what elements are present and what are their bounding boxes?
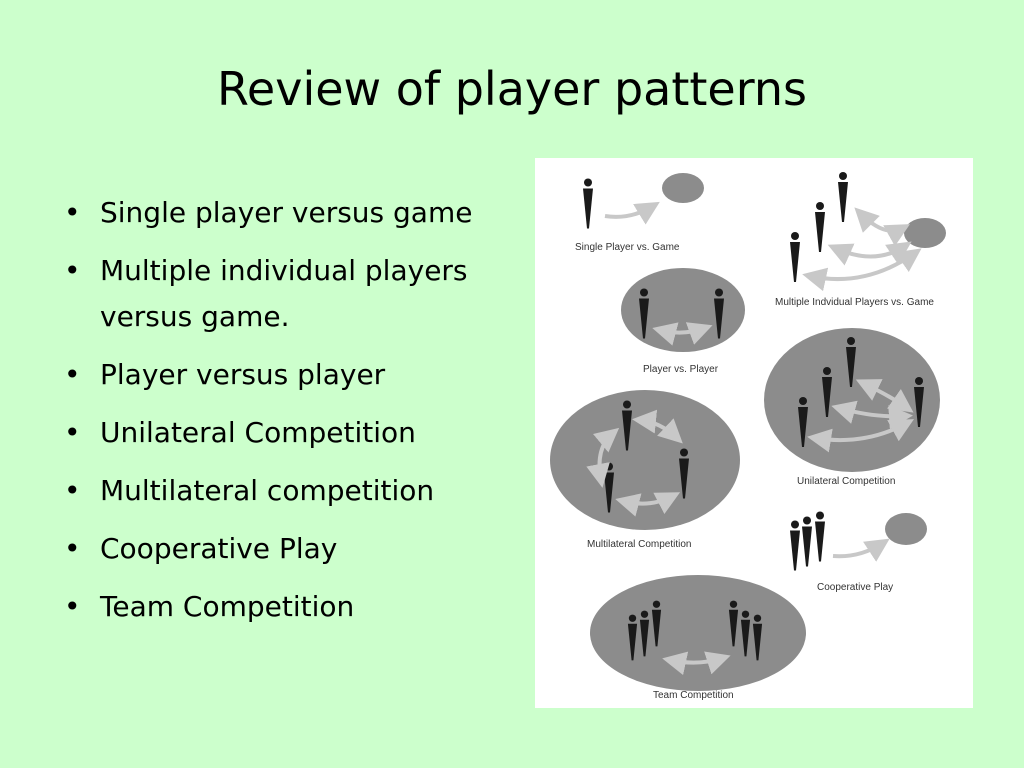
player-icon	[790, 232, 800, 282]
arrow-icon	[632, 409, 683, 444]
bullet-icon: •	[64, 474, 81, 507]
bullet-icon: •	[64, 532, 81, 565]
arrow-icon	[604, 201, 660, 225]
multilateral-group: Multilateral Competition	[550, 390, 740, 550]
arrow-icon	[615, 492, 681, 517]
bullet-text: Multilateral competition	[100, 474, 435, 507]
arena-ellipse	[621, 268, 745, 352]
single-player-group: Single Player vs. Game	[575, 173, 704, 253]
caption-team: Team Competition	[653, 690, 734, 701]
bullet-icon: •	[64, 196, 81, 229]
player-vs-player-group: Player vs. Player	[621, 268, 745, 375]
bullet-icon: •	[64, 254, 81, 287]
game-icon	[885, 513, 927, 545]
player-icon	[815, 511, 825, 562]
game-icon	[662, 173, 704, 203]
bullet-icon: •	[64, 358, 81, 391]
slide-title: Review of player patterns	[217, 62, 807, 116]
arena-ellipse	[590, 575, 806, 691]
bullet-item: • Cooperative Play	[58, 526, 488, 572]
caption-pvp: Player vs. Player	[643, 364, 719, 375]
arrow-icon	[586, 427, 620, 488]
bullet-item: • Multilateral competition	[58, 468, 488, 514]
game-icon	[904, 218, 946, 248]
bullet-text: Team Competition	[100, 590, 355, 623]
bullet-item: • Team Competition	[58, 584, 488, 630]
arrow-icon	[662, 651, 731, 676]
player-patterns-diagram: Single Player vs. Game Multiple Indvidua…	[535, 158, 973, 708]
player-icon	[815, 202, 825, 252]
player-icon	[838, 172, 848, 222]
bullet-item: • Unilateral Competition	[58, 410, 488, 456]
arrow-icon	[652, 322, 713, 346]
bullet-item: • Single player versus game	[58, 190, 488, 236]
arrow-icon	[807, 419, 915, 453]
multiple-players-group: Multiple Indvidual Players vs. Game	[775, 172, 946, 308]
arrow-icon	[802, 248, 922, 292]
team-group: Team Competition	[590, 575, 806, 701]
arrow-icon	[832, 538, 890, 562]
arrow-icon	[827, 241, 912, 266]
caption-multiple: Multiple Indvidual Players vs. Game	[775, 297, 934, 308]
caption-cooperative: Cooperative Play	[817, 582, 893, 593]
caption-single: Single Player vs. Game	[575, 242, 680, 253]
arrow-icon	[854, 207, 910, 247]
diagram-svg: Single Player vs. Game Multiple Indvidua…	[550, 172, 946, 701]
bullet-icon: •	[64, 416, 81, 449]
bullet-list: • Single player versus game • Multiple ind…	[58, 190, 488, 642]
player-icon	[790, 520, 800, 571]
bullet-text: Player versus player	[100, 358, 386, 391]
bullet-text: Cooperative Play	[100, 532, 338, 565]
caption-multilateral: Multilateral Competition	[587, 539, 692, 550]
arena-ellipse	[550, 390, 740, 530]
arrow-icon	[831, 400, 913, 430]
bullet-text: Single player versus game	[100, 196, 473, 229]
player-icon	[583, 178, 593, 229]
bullet-text: Unilateral Competition	[100, 416, 416, 449]
unilateral-group: Unilateral Competition	[764, 328, 940, 487]
player-icon	[802, 516, 812, 567]
bullet-icon: •	[64, 590, 81, 623]
bullet-item: • Player versus player	[58, 352, 488, 398]
bullet-item: • Multiple individual players versus game…	[58, 248, 488, 340]
bullet-text: Multiple individual players versus game.	[100, 254, 468, 333]
cooperative-group: Cooperative Play	[790, 511, 927, 593]
caption-unilateral: Unilateral Competition	[797, 476, 895, 487]
